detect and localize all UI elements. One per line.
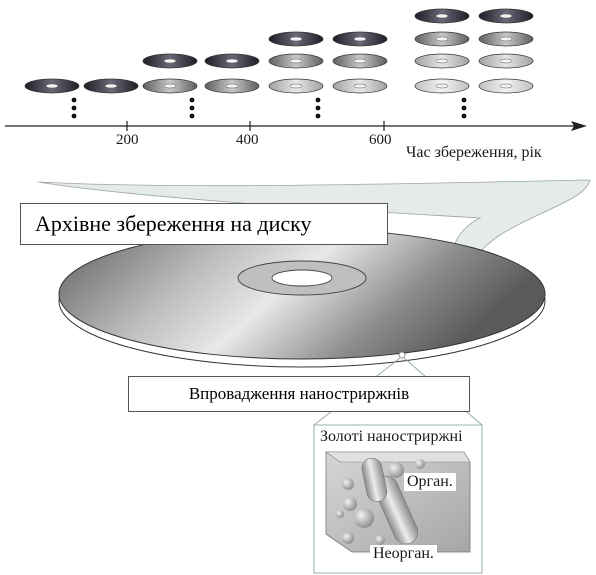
axis-label: Час збереження, рік — [406, 144, 542, 161]
tick-label-400: 400 — [236, 132, 259, 148]
continuation-dot — [315, 105, 321, 111]
disc-hub-mark — [289, 36, 303, 42]
inorganic-label: Неорган. — [370, 545, 437, 563]
implant-label: Впровадження наностриржнів — [188, 384, 410, 403]
axis-arrowhead-icon — [571, 121, 587, 131]
disc-hub-mark — [435, 13, 449, 19]
disc-hub-mark — [45, 83, 59, 89]
continuation-dot — [71, 105, 77, 111]
archive-disc — [58, 228, 546, 368]
disc-hub-mark — [499, 13, 513, 19]
disc-stacks — [24, 8, 534, 119]
tick-label-200: 200 — [116, 132, 139, 148]
continuation-dot — [189, 113, 195, 119]
disc-hub-mark — [353, 83, 367, 89]
continuation-dot — [461, 105, 467, 111]
continuation-dot — [71, 113, 77, 119]
archive-title-box: Архівне збереження на диску — [20, 203, 388, 245]
gold-nanorods — [361, 457, 419, 545]
disc-hub-mark — [163, 83, 177, 89]
continuation-dot — [189, 97, 195, 103]
disc-hole — [271, 269, 333, 287]
disc-hub-mark — [353, 36, 367, 42]
disc-hub-mark — [104, 83, 118, 89]
continuation-dot — [189, 105, 195, 111]
nanospheres — [336, 459, 425, 545]
continuation-dot — [315, 113, 321, 119]
continuation-dot — [71, 97, 77, 103]
disc-hub-mark — [353, 58, 367, 64]
continuation-dot — [461, 113, 467, 119]
inset-title: Золоті наностриржні — [320, 428, 463, 445]
tick-label-600: 600 — [369, 132, 392, 148]
disc-hub-mark — [225, 83, 239, 89]
disc-hub-mark — [289, 58, 303, 64]
disc-hub-mark — [499, 83, 513, 89]
disc-hub-mark — [435, 36, 449, 42]
archive-title: Архівне збереження на диску — [35, 211, 312, 236]
disc-hub-mark — [435, 58, 449, 64]
organic-label: Орган. — [404, 473, 456, 491]
disc-hub-mark — [289, 83, 303, 89]
disc-hub-mark — [163, 58, 177, 64]
continuation-dot — [315, 97, 321, 103]
disc-hub-mark — [499, 36, 513, 42]
disc-hub-mark — [225, 58, 239, 64]
continuation-dot — [461, 97, 467, 103]
time-axis — [5, 121, 587, 131]
zoom-point — [398, 351, 406, 359]
implant-box: Впровадження наностриржнів — [128, 376, 470, 412]
disc-hub-mark — [499, 58, 513, 64]
disc-hub-mark — [435, 83, 449, 89]
